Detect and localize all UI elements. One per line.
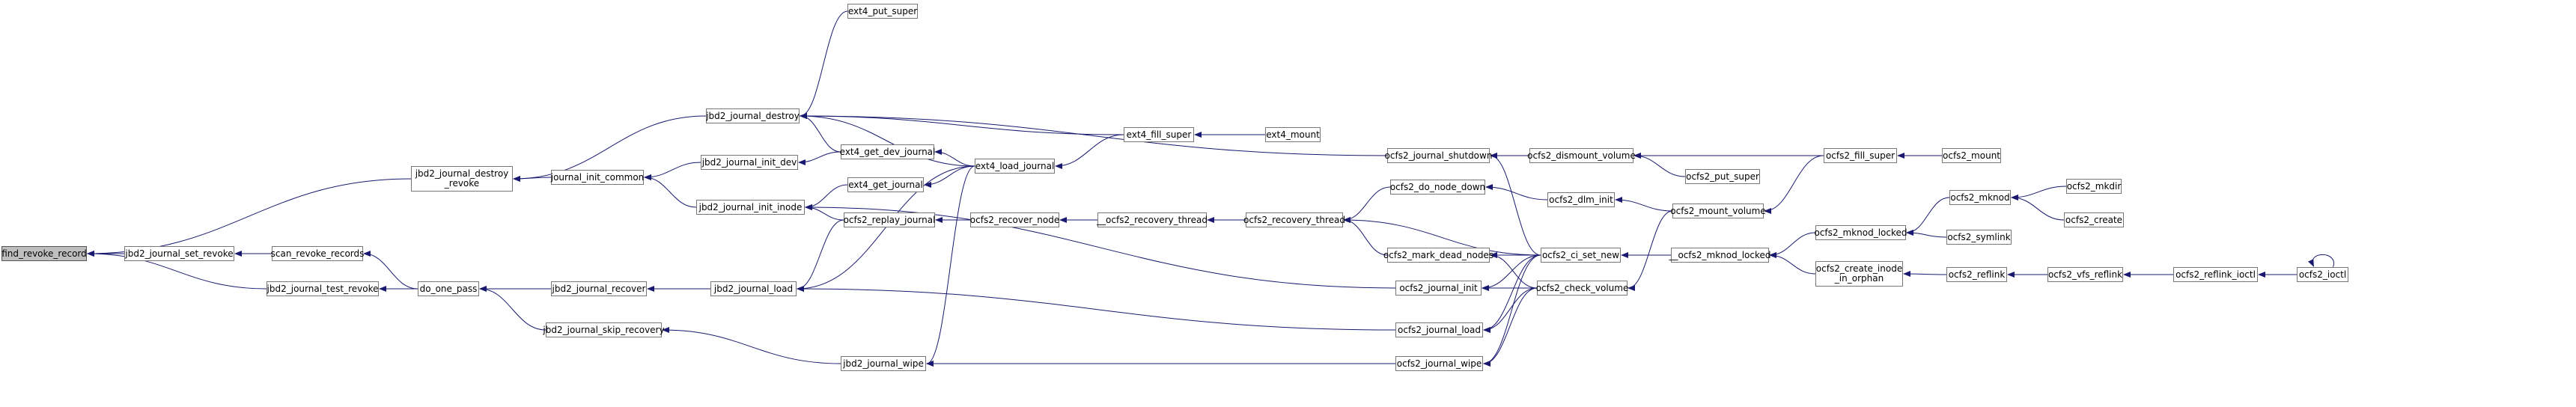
node-ocfs2-dismount-volume[interactable]: ocfs2_dismount_volume bbox=[1527, 148, 1636, 163]
node-ocfs2-create[interactable]: ocfs2_create bbox=[2064, 212, 2124, 227]
edge-ocfs2_journal_load-to-jbd2_journal_load bbox=[797, 286, 1396, 331]
node-ocfs2-recovery-thread[interactable]: ocfs2_recovery_thread bbox=[1243, 212, 1345, 227]
edge-ext4_fill_super-to-ext4_load_journal bbox=[1055, 134, 1124, 169]
edge-ocfs2_create-to-ocfs2_mknod bbox=[2011, 195, 2065, 221]
node-ocfs2-journal-shutdown[interactable]: ocfs2_journal_shutdown bbox=[1385, 148, 1492, 163]
node-ocfs2-mknod-locked-internal[interactable]: __ocfs2_mknod_locked bbox=[1669, 248, 1771, 263]
node-jbd2-journal-destroy-revoke[interactable]: jbd2_journal_destroy_revoke bbox=[411, 166, 513, 192]
edge-jbd2_journal_init_inode-to-journal_init_common bbox=[644, 174, 697, 208]
node-ocfs2-replay-journal[interactable]: ocfs2_replay_journal bbox=[844, 212, 935, 227]
edge-ext4_load_journal-to-jbd2_journal_load bbox=[797, 165, 975, 292]
edge-ocfs2_symlink-to-ocfs2_mknod_locked bbox=[1906, 230, 1947, 238]
node-do-one-pass[interactable]: do_one_pass bbox=[418, 281, 479, 296]
node-ocfs2-journal-load[interactable]: ocfs2_journal_load bbox=[1395, 322, 1483, 337]
node-jbd2-journal-test-revoke[interactable]: jbd2_journal_test_revoke bbox=[267, 281, 379, 296]
node-ocfs2-put-super[interactable]: ocfs2_put_super bbox=[1685, 169, 1760, 184]
edge-ocfs2_mount_volume-to-ocfs2_check_volume bbox=[1627, 210, 1673, 291]
node-jbd2-journal-wipe[interactable]: jbd2_journal_wipe bbox=[841, 356, 926, 371]
edge-ocfs2_reflink-to-ocfs2_create_inode_in_orphan bbox=[1903, 271, 1947, 278]
node-jbd2-journal-set-revoke[interactable]: jbd2_journal_set_revoke bbox=[124, 246, 234, 261]
node-ext4-get-journal[interactable]: ext4_get_journal bbox=[847, 177, 924, 192]
edge-ocfs2_ioctl-to-ocfs2_ioctl bbox=[2308, 254, 2334, 268]
node-ocfs2-create-inode-in-orphan[interactable]: ocfs2_create_inode_in_orphan bbox=[1815, 261, 1903, 287]
node-ext4-put-super[interactable]: ext4_put_super bbox=[847, 4, 918, 19]
node-scan-revoke-records[interactable]: scan_revoke_records bbox=[271, 246, 364, 261]
node-jbd2-journal-load[interactable]: jbd2_journal_load bbox=[710, 281, 797, 296]
edge-ext4_get_dev_journal-to-jbd2_journal_init_dev bbox=[798, 151, 841, 165]
edge-ocfs2_check_volume-to-ocfs2_journal_load bbox=[1483, 287, 1538, 333]
node-ocfs2-reflink-ioctl[interactable]: ocfs2_reflink_ioctl bbox=[2173, 267, 2258, 282]
edge-ocfs2_ci_set_new-to-ocfs2_journal_shutdown bbox=[1490, 153, 1541, 256]
edge-journal_init_common-to-jbd2_journal_destroy_revoke bbox=[513, 175, 552, 182]
node-ocfs2-mark-dead-nodes[interactable]: ocfs2_mark_dead_nodes bbox=[1383, 248, 1493, 263]
node-jbd2-journal-init-dev[interactable]: jbd2_journal_init_dev bbox=[701, 155, 798, 170]
edge-ocfs2_ci_set_new-to-ocfs2_recovery_thread bbox=[1343, 217, 1541, 256]
node-journal-init-common[interactable]: journal_init_common bbox=[551, 170, 644, 185]
node-ocfs2-mkdir[interactable]: ocfs2_mkdir bbox=[2066, 179, 2122, 194]
node-ocfs2-do-node-down[interactable]: ocfs2_do_node_down bbox=[1390, 180, 1485, 195]
node-ext4-load-journal[interactable]: ext4_load_journal bbox=[975, 159, 1055, 174]
node-ocfs2-fill-super[interactable]: ocfs2_fill_super bbox=[1824, 148, 1897, 163]
node-ocfs2-recover-node[interactable]: ocfs2_recover_node bbox=[970, 212, 1059, 227]
node-ocfs2-reflink[interactable]: ocfs2_reflink bbox=[1946, 267, 2007, 282]
edge-ext4_load_journal-to-jbd2_journal_wipe bbox=[926, 165, 975, 367]
node-ocfs2-mount-volume[interactable]: ocfs2_mount_volume bbox=[1670, 204, 1766, 218]
node-ocfs2-mknod[interactable]: ocfs2_mknod bbox=[1949, 190, 2011, 205]
edge-ext4_load_journal-to-jbd2_journal_destroy bbox=[800, 113, 975, 167]
node-ocfs2-dlm-init[interactable]: ocfs2_dlm_init bbox=[1547, 192, 1615, 207]
node-jbd2-journal-recover[interactable]: jbd2_journal_recover bbox=[551, 281, 647, 296]
node-ocfs2-journal-wipe[interactable]: ocfs2_journal_wipe bbox=[1395, 356, 1483, 371]
node-ocfs2-ioctl[interactable]: ocfs2_ioctl bbox=[2297, 267, 2348, 282]
edge-ocfs2_mount_volume-to-ocfs2_dlm_init bbox=[1615, 197, 1673, 212]
edge-ext4_put_super-to-jbd2_journal_destroy bbox=[800, 10, 848, 119]
edge-ocfs2_dlm_init-to-ocfs2_do_node_down bbox=[1485, 184, 1548, 201]
node-jbd2-journal-destroy[interactable]: jbd2_journal_destroy bbox=[706, 108, 800, 123]
edge-ocfs2_ci_set_new-to-ocfs2_journal_init bbox=[1482, 254, 1541, 291]
edge-jbd2_journal_skip_recovery-to-do_one_pass bbox=[479, 286, 546, 331]
node-find-revoke-record[interactable]: find_revoke_record bbox=[1, 246, 87, 261]
node-jbd2-journal-skip-recovery[interactable]: jbd2_journal_skip_recovery bbox=[543, 322, 665, 337]
node-ocfs2-vfs-reflink[interactable]: ocfs2_vfs_reflink bbox=[2047, 267, 2123, 282]
node-ext4-get-dev-journal[interactable]: ext4_get_dev_journal bbox=[840, 144, 935, 159]
edge-do_one_pass-to-scan_revoke_records bbox=[363, 251, 418, 290]
edge-ocfs2_journal_shutdown-to-jbd2_journal_destroy bbox=[800, 113, 1388, 156]
edge-jbd2_journal_wipe-to-jbd2_journal_skip_recovery bbox=[662, 327, 841, 364]
edge-ocfs2_create_inode_in_orphan-to-__ocfs2_mknod_locked bbox=[1769, 252, 1816, 275]
node-ocfs2-mount[interactable]: ocfs2_mount bbox=[1942, 148, 2001, 163]
edge-ext4_load_journal-to-ext4_get_journal bbox=[924, 165, 975, 188]
edge-jbd2_journal_test_revoke-to-find_revoke_record bbox=[87, 251, 267, 290]
node-ext4-fill-super[interactable]: ext4_fill_super bbox=[1124, 127, 1194, 142]
node-ocfs2-recovery-thread-internal[interactable]: __ocfs2_recovery_thread bbox=[1097, 212, 1208, 227]
node-ocfs2-check-volume[interactable]: ocfs2_check_volume bbox=[1536, 281, 1628, 296]
edge-ocfs2_fill_super-to-ocfs2_mount_volume bbox=[1764, 155, 1824, 214]
node-ext4-mount[interactable]: ext4_mount bbox=[1265, 127, 1321, 142]
node-jbd2-journal-init-inode[interactable]: jbd2_journal_init_inode bbox=[696, 200, 805, 215]
edge-ocfs2_ci_set_new-to-ocfs2_journal_wipe bbox=[1483, 254, 1541, 367]
node-ocfs2-symlink[interactable]: ocfs2_symlink bbox=[1946, 230, 2012, 245]
edge-jbd2_journal_destroy-to-jbd2_journal_destroy_revoke bbox=[513, 115, 707, 182]
node-ocfs2-mknod-locked[interactable]: ocfs2_mknod_locked bbox=[1814, 225, 1907, 240]
edge-ocfs2_journal_init-to-jbd2_journal_init_inode bbox=[805, 204, 1396, 289]
edge-ocfs2_ci_set_new-to-ocfs2_journal_load bbox=[1483, 254, 1541, 333]
node-ocfs2-ci-set-new[interactable]: ocfs2_ci_set_new bbox=[1541, 248, 1621, 263]
edge-jbd2_journal_init_dev-to-journal_init_common bbox=[644, 162, 701, 180]
edge-ext4_load_journal-to-ext4_get_dev_journal bbox=[934, 149, 975, 167]
node-ocfs2-journal-init[interactable]: ocfs2_journal_init bbox=[1395, 281, 1482, 296]
